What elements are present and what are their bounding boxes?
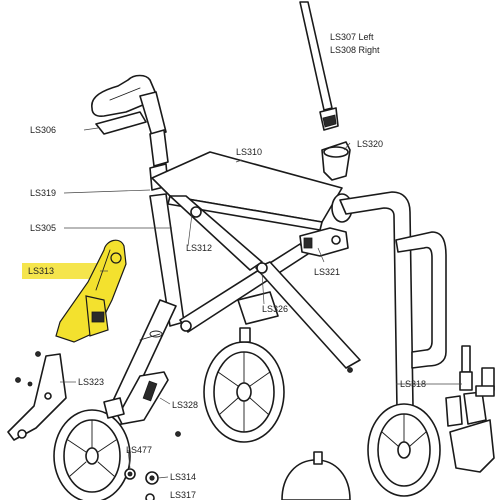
brake-lever-ls321[interactable] (299, 227, 349, 257)
label-ls320: LS320 (357, 139, 383, 149)
label-ls323: LS323 (78, 377, 104, 387)
front-wheel-left[interactable] (53, 409, 131, 500)
ls313-label-highlight (22, 263, 100, 279)
label-ls317: LS317 (170, 490, 196, 500)
label-ls307: LS307 Left (330, 32, 374, 42)
rear-wheel-right[interactable] (367, 403, 441, 497)
label-ls312: LS312 (186, 243, 212, 253)
brake-pad-ls328[interactable] (103, 371, 181, 437)
front-wheel-lower[interactable] (281, 451, 351, 500)
label-ls328: LS328 (172, 400, 198, 410)
label-ls310: LS310 (236, 147, 262, 157)
label-ls321: LS321 (314, 267, 340, 277)
foot-plate-ls323[interactable] (7, 351, 67, 441)
label-ls477: LS477 (126, 445, 152, 455)
label-ls305: LS305 (30, 223, 56, 233)
push-bar-ls307-ls308[interactable] (299, 1, 339, 131)
screw-icon (27, 381, 33, 387)
label-ls308: LS308 Right (330, 45, 380, 55)
label-ls313: LS313 (28, 266, 54, 276)
handle-grip-ls306[interactable] (91, 74, 169, 191)
folding-bracket-ls313[interactable] (55, 239, 127, 343)
clamp-ls320[interactable] (321, 141, 351, 181)
leader-lines (60, 127, 462, 479)
label-ls318: LS318 (400, 379, 426, 389)
rear-wheel-middle[interactable] (203, 327, 285, 443)
label-ls319: LS319 (30, 188, 56, 198)
axle-kit-ls318[interactable] (445, 345, 495, 473)
washers-ls477-ls314[interactable] (124, 468, 159, 500)
main-frame (103, 191, 447, 475)
label-ls326: LS326 (262, 304, 288, 314)
label-ls306: LS306 (30, 125, 56, 135)
label-ls314: LS314 (170, 472, 196, 482)
seat-ls310[interactable] (151, 151, 353, 231)
screw-icon (347, 367, 353, 373)
